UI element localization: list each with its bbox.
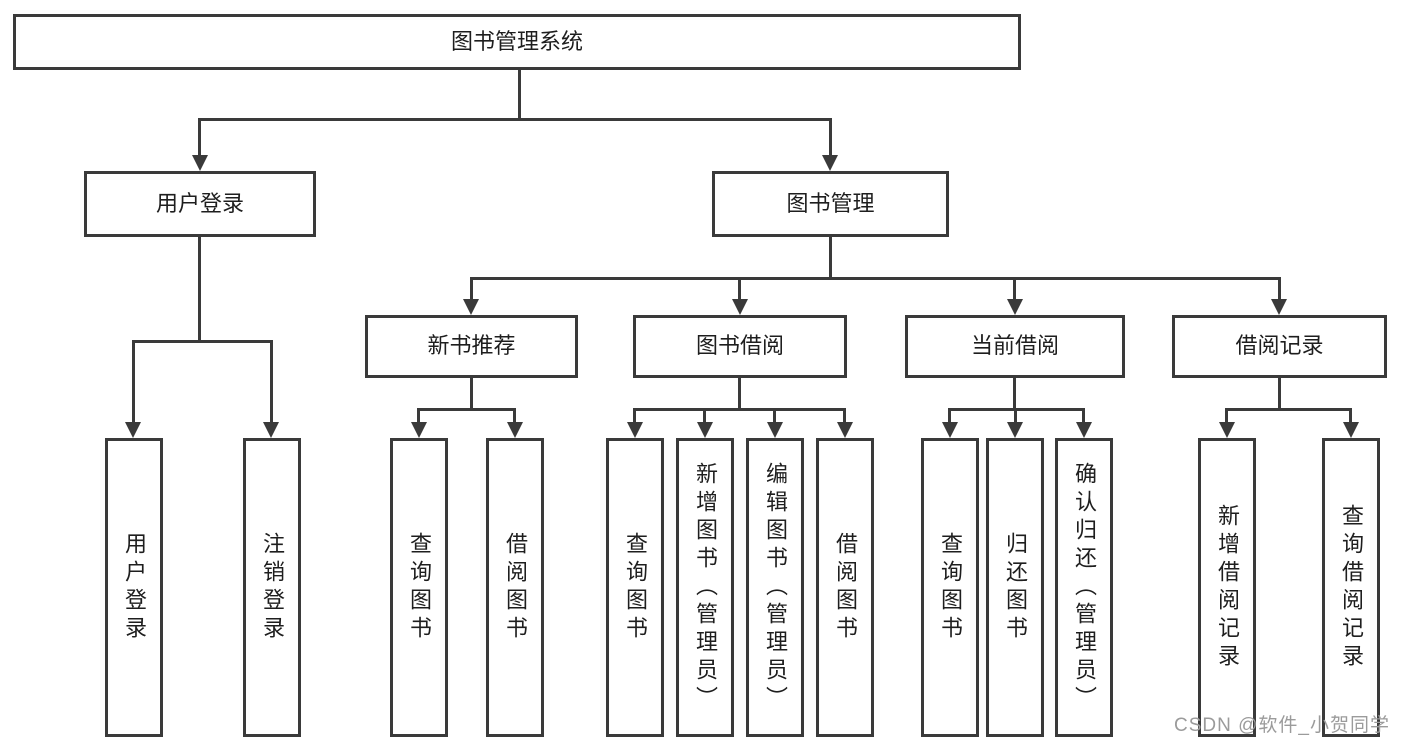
connector-line: [948, 408, 951, 422]
connector-line: [513, 408, 516, 422]
arrow-down-icon: [411, 422, 427, 438]
connector-line: [1082, 408, 1085, 422]
arrow-down-icon: [263, 422, 279, 438]
node-label: 查询图书: [623, 531, 648, 644]
connector-line: [1014, 408, 1017, 422]
node-label: 借阅记录: [1235, 333, 1324, 359]
arrow-down-icon: [942, 422, 958, 438]
arrow-down-icon: [1007, 422, 1023, 438]
arrow-down-icon: [125, 422, 141, 438]
connector-line: [738, 277, 741, 299]
connector-line: [1013, 277, 1016, 299]
connector-line: [132, 340, 273, 343]
connector-line: [1278, 378, 1281, 408]
leaf-edit-books-admin: 编辑图书（管理员）: [746, 438, 804, 737]
node-label: 查询借阅记录: [1339, 503, 1364, 672]
arrow-down-icon: [463, 299, 479, 315]
node-label: 新增借阅记录: [1215, 503, 1240, 672]
leaf-add-books-admin: 新增图书（管理员）: [676, 438, 734, 737]
node-book-borrow: 图书借阅: [633, 315, 847, 378]
connector-line: [738, 378, 741, 408]
connector-line: [633, 408, 846, 411]
connector-line: [1013, 378, 1016, 408]
connector-line: [633, 408, 636, 422]
node-label: 用户登录: [122, 531, 147, 644]
connector-line: [417, 408, 516, 411]
connector-line: [470, 378, 473, 408]
connector-line: [1349, 408, 1352, 422]
arrow-down-icon: [1219, 422, 1235, 438]
leaf-query-borrow-record: 查询借阅记录: [1322, 438, 1380, 737]
connector-line: [703, 408, 706, 422]
leaf-borrow-books: 借阅图书: [816, 438, 874, 737]
connector-line: [198, 237, 201, 340]
arrow-down-icon: [837, 422, 853, 438]
connector-line: [773, 408, 776, 422]
leaf-borrow-books-recommend: 借阅图书: [486, 438, 544, 737]
node-new-book-recommend: 新书推荐: [365, 315, 578, 378]
node-label: 借阅图书: [503, 531, 528, 644]
arrow-down-icon: [627, 422, 643, 438]
connector-line: [843, 408, 846, 422]
leaf-user-login: 用户登录: [105, 438, 163, 737]
connector-line: [270, 340, 273, 422]
connector-line: [829, 118, 832, 155]
connector-line: [829, 237, 832, 277]
connector-line: [132, 340, 135, 422]
watermark: CSDN @软件_小贺同学: [1174, 715, 1390, 736]
node-label: 确认归还（管理员）: [1072, 461, 1097, 714]
arrow-down-icon: [697, 422, 713, 438]
arrow-down-icon: [767, 422, 783, 438]
node-label: 用户登录: [155, 190, 244, 216]
connector-line: [417, 408, 420, 422]
node-label: 图书借阅: [695, 333, 784, 359]
node-label: 借阅图书: [833, 531, 858, 644]
connector-line: [518, 69, 521, 118]
leaf-return-books: 归还图书: [986, 438, 1044, 737]
node-label: 图书管理系统: [450, 28, 583, 54]
arrow-down-icon: [822, 155, 838, 171]
leaf-confirm-return-admin: 确认归还（管理员）: [1055, 438, 1113, 737]
node-borrow-records: 借阅记录: [1172, 315, 1387, 378]
connector-line: [198, 118, 201, 155]
leaf-logout: 注销登录: [243, 438, 301, 737]
arrow-down-icon: [732, 299, 748, 315]
connector-line: [1225, 408, 1228, 422]
arrow-down-icon: [1271, 299, 1287, 315]
leaf-query-books-current: 查询图书: [921, 438, 979, 737]
leaf-query-books-borrow: 查询图书: [606, 438, 664, 737]
arrow-down-icon: [192, 155, 208, 171]
arrow-down-icon: [1076, 422, 1092, 438]
node-label: 当前借阅: [970, 333, 1059, 359]
arrow-down-icon: [1007, 299, 1023, 315]
node-label: 查询图书: [407, 531, 432, 644]
node-library-management-system: 图书管理系统: [13, 14, 1021, 70]
node-user-login: 用户登录: [84, 171, 316, 237]
node-label: 归还图书: [1003, 531, 1028, 644]
arrow-down-icon: [507, 422, 523, 438]
connector-line: [1225, 408, 1352, 411]
node-book-management: 图书管理: [712, 171, 949, 237]
node-label: 新增图书（管理员）: [693, 461, 718, 714]
connector-line: [198, 118, 832, 121]
node-label: 图书管理: [786, 190, 875, 216]
arrow-down-icon: [1343, 422, 1359, 438]
leaf-add-borrow-record: 新增借阅记录: [1198, 438, 1256, 737]
node-current-borrow: 当前借阅: [905, 315, 1125, 378]
node-label: 新书推荐: [427, 333, 516, 359]
leaf-query-books-recommend: 查询图书: [390, 438, 448, 737]
node-label: 注销登录: [260, 531, 285, 644]
node-label: 编辑图书（管理员）: [763, 461, 788, 714]
connector-line: [470, 277, 473, 299]
connector-line: [470, 277, 1281, 280]
node-label: 查询图书: [938, 531, 963, 644]
connector-line: [1278, 277, 1281, 299]
